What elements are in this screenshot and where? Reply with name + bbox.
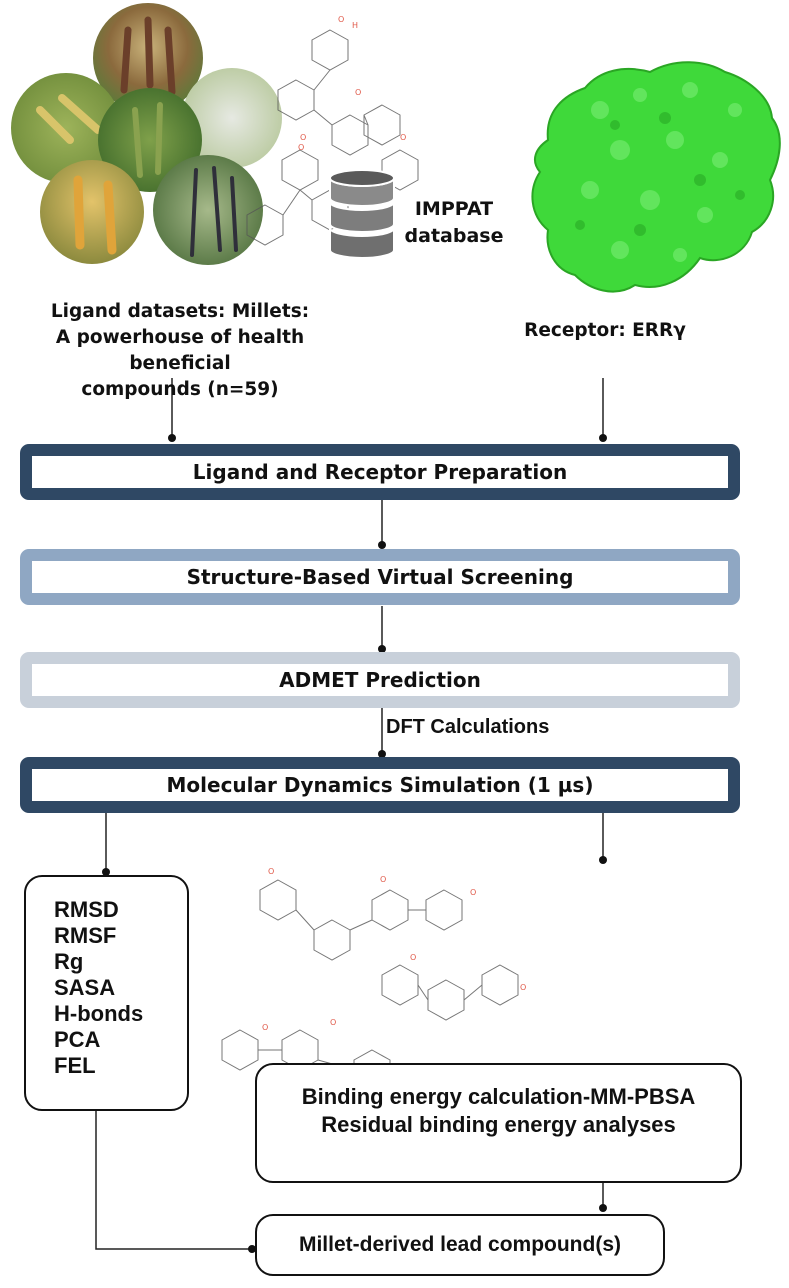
protein-blob bbox=[531, 61, 781, 293]
connector-dot bbox=[248, 1245, 256, 1253]
receptor-caption: Receptor: ERRγ bbox=[524, 320, 686, 341]
svg-text:O: O bbox=[338, 15, 344, 24]
metric-hbonds: H-bonds bbox=[54, 1001, 144, 1026]
svg-text:H: H bbox=[352, 21, 358, 30]
step-admet: ADMET Prediction bbox=[20, 652, 740, 708]
svg-text:O: O bbox=[470, 888, 476, 897]
step-admet-label: ADMET Prediction bbox=[279, 668, 481, 692]
svg-text:O: O bbox=[300, 133, 306, 142]
connector-dot bbox=[378, 541, 386, 549]
step-preparation: Ligand and Receptor Preparation bbox=[20, 444, 740, 500]
metric-rmsd: RMSD bbox=[54, 897, 119, 922]
svg-text:O: O bbox=[380, 875, 386, 884]
step-virtual-screening: Structure-Based Virtual Screening bbox=[20, 549, 740, 605]
metric-fel: FEL bbox=[54, 1053, 96, 1078]
metric-pca: PCA bbox=[54, 1027, 101, 1052]
connector-dot bbox=[599, 434, 607, 442]
svg-text:O: O bbox=[520, 983, 526, 992]
millet-photo-4 bbox=[40, 160, 144, 264]
dft-calculations-label: DFT Calculations bbox=[386, 716, 550, 738]
ligand-dataset-caption: Ligand datasets: Millets: A powerhouse o… bbox=[50, 301, 310, 400]
connector-dot bbox=[599, 1204, 607, 1212]
svg-text:O: O bbox=[400, 133, 406, 142]
svg-text:O: O bbox=[268, 867, 274, 876]
svg-text:O: O bbox=[355, 88, 361, 97]
binding-line-mmpbsa: Binding energy calculation-MM-PBSA bbox=[301, 1084, 696, 1109]
svg-text:O: O bbox=[262, 1023, 268, 1032]
metric-rg: Rg bbox=[54, 949, 84, 974]
database-label: IMPPAT database bbox=[404, 198, 504, 247]
binding-energy-box: Binding energy calculation-MM-PBSA Resid… bbox=[255, 1063, 742, 1183]
step-molecular-dynamics-label: Molecular Dynamics Simulation (1 µs) bbox=[166, 773, 594, 797]
connector-dot bbox=[102, 868, 110, 876]
step-molecular-dynamics: Molecular Dynamics Simulation (1 µs) bbox=[20, 757, 740, 813]
md-analysis-metrics-box: RMSD RMSF Rg SASA H-bonds PCA FEL bbox=[24, 875, 189, 1111]
millet-photo-2 bbox=[11, 73, 121, 183]
millet-photo-6 bbox=[182, 68, 282, 168]
metric-rmsf: RMSF bbox=[54, 923, 117, 948]
step-preparation-label: Ligand and Receptor Preparation bbox=[192, 460, 568, 484]
svg-text:O: O bbox=[410, 953, 416, 962]
svg-text:O: O bbox=[298, 143, 304, 152]
binding-line-residual: Residual binding energy analyses bbox=[321, 1112, 676, 1137]
connector-dot bbox=[168, 434, 176, 442]
svg-text:O: O bbox=[330, 1018, 336, 1027]
lead-compound-label: Millet-derived lead compound(s) bbox=[298, 1233, 622, 1256]
connector-dot bbox=[378, 645, 386, 653]
connector-metrics-lead bbox=[95, 1110, 252, 1250]
connector-dot bbox=[378, 750, 386, 758]
step-virtual-screening-label: Structure-Based Virtual Screening bbox=[186, 565, 574, 589]
metric-sasa: SASA bbox=[54, 975, 116, 1000]
lead-compound-box: Millet-derived lead compound(s) bbox=[255, 1214, 665, 1276]
connector-dot bbox=[599, 856, 607, 864]
